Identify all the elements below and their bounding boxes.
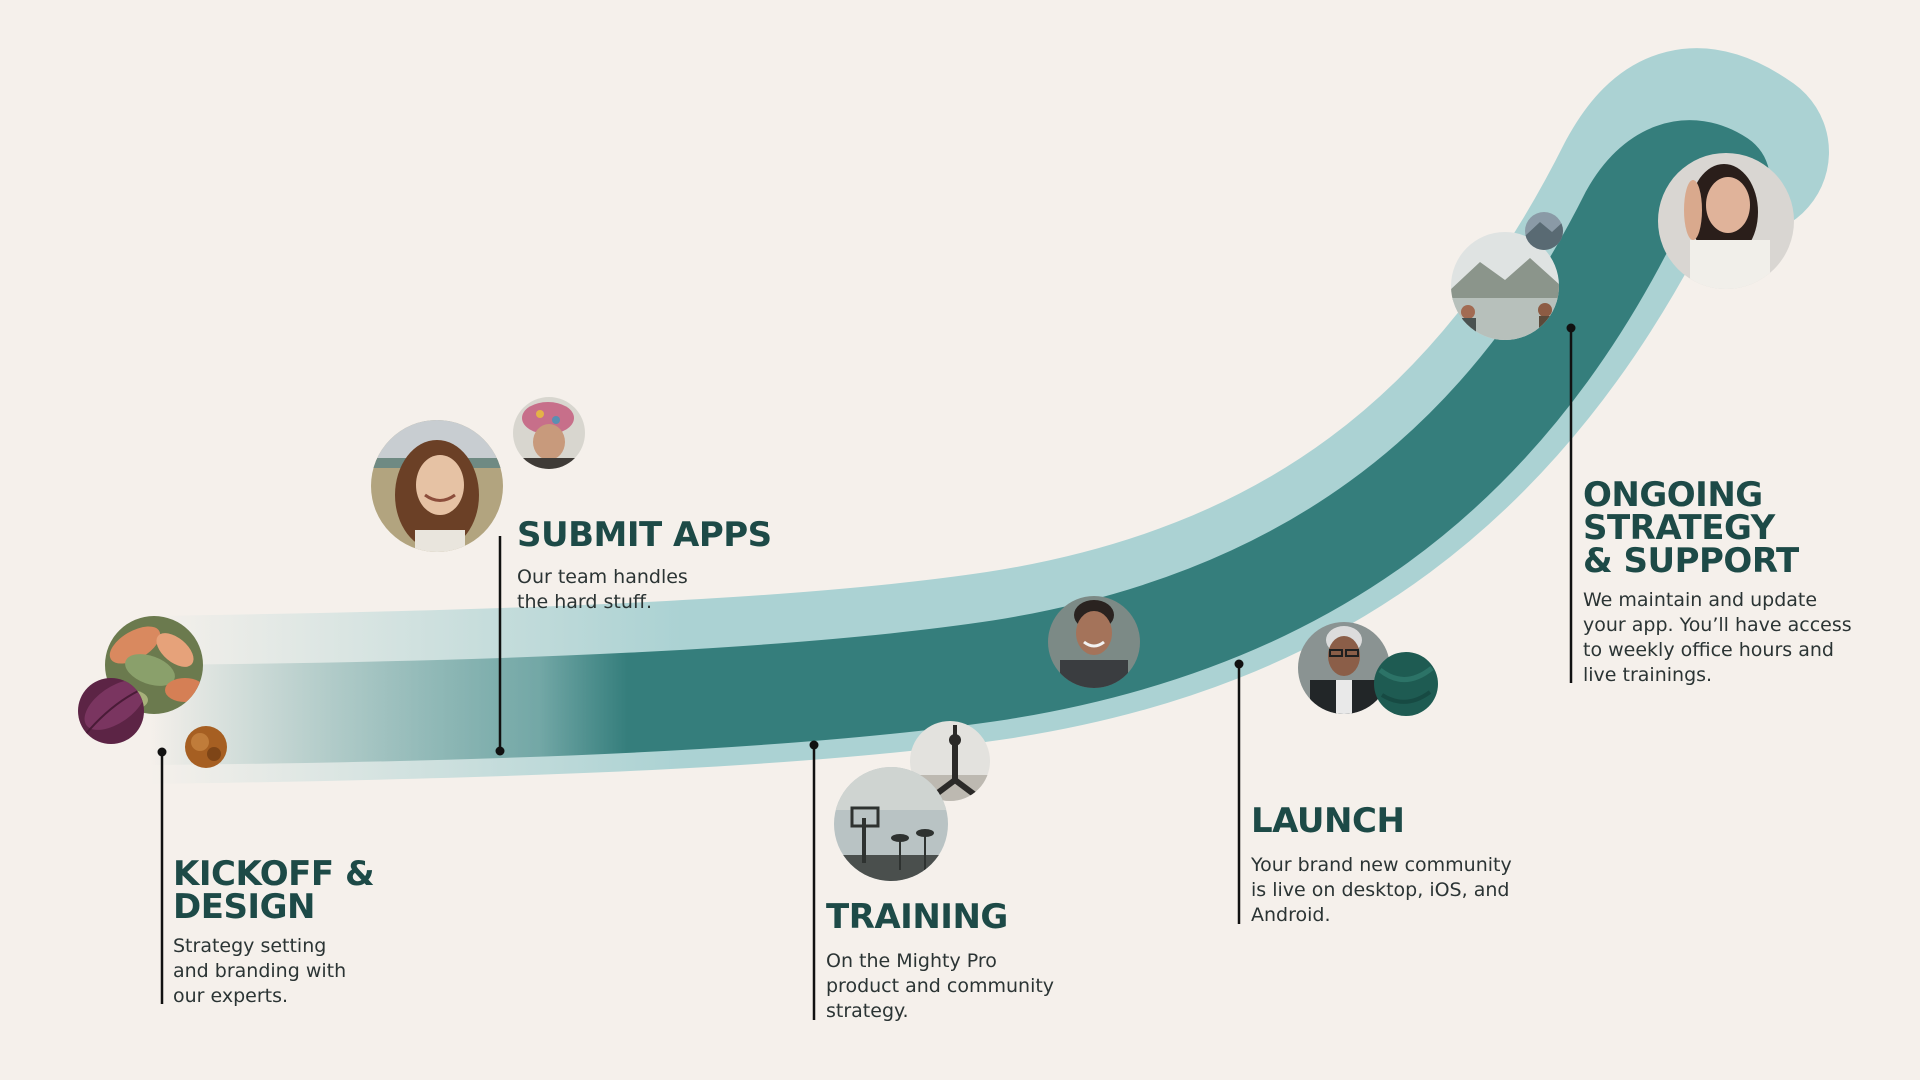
small-landscape-photo: [1525, 212, 1563, 250]
dot-submit: [495, 746, 505, 756]
stage-description-training: On the Mighty Pro product and community …: [826, 950, 1055, 1022]
growth-road: [66, 48, 1829, 784]
dot-launch: [1234, 659, 1244, 669]
stage-title-submit: SUBMIT APPS: [517, 515, 772, 555]
connectors: [160, 328, 1573, 1020]
stage-title-launch: LAUNCH: [1251, 801, 1405, 841]
dot-ongoing: [1566, 323, 1576, 333]
stage-description-kickoff: Strategy setting and branding with our e…: [173, 935, 347, 1007]
stage-description-launch: Your brand new community is live on desk…: [1251, 854, 1512, 926]
cyclist-helmet-photo: [513, 397, 585, 469]
green-fabric-photo: [1374, 652, 1438, 716]
woman-portrait-photo: [1658, 153, 1794, 289]
stage-title-ongoing: ONGOING STRATEGY & SUPPORT: [1583, 475, 1799, 581]
man-with-glasses-photo: [1298, 622, 1390, 714]
dot-kickoff: [157, 747, 167, 757]
stage-description-submit: Our team handles the hard stuff.: [517, 566, 688, 613]
purple-leaf-photo: [78, 678, 144, 744]
brown-texture-photo: [185, 726, 227, 768]
road-inner-band: [100, 120, 1770, 765]
dot-training: [809, 740, 819, 750]
stage-title-training: TRAINING: [826, 897, 1008, 937]
photos: [78, 153, 1794, 881]
stage-title-kickoff: KICKOFF & DESIGN: [173, 854, 375, 927]
connector-dots: [157, 323, 1576, 757]
stage-description-ongoing: We maintain and update your app. You’ll …: [1583, 589, 1852, 686]
smiling-woman-photo: [371, 420, 503, 552]
